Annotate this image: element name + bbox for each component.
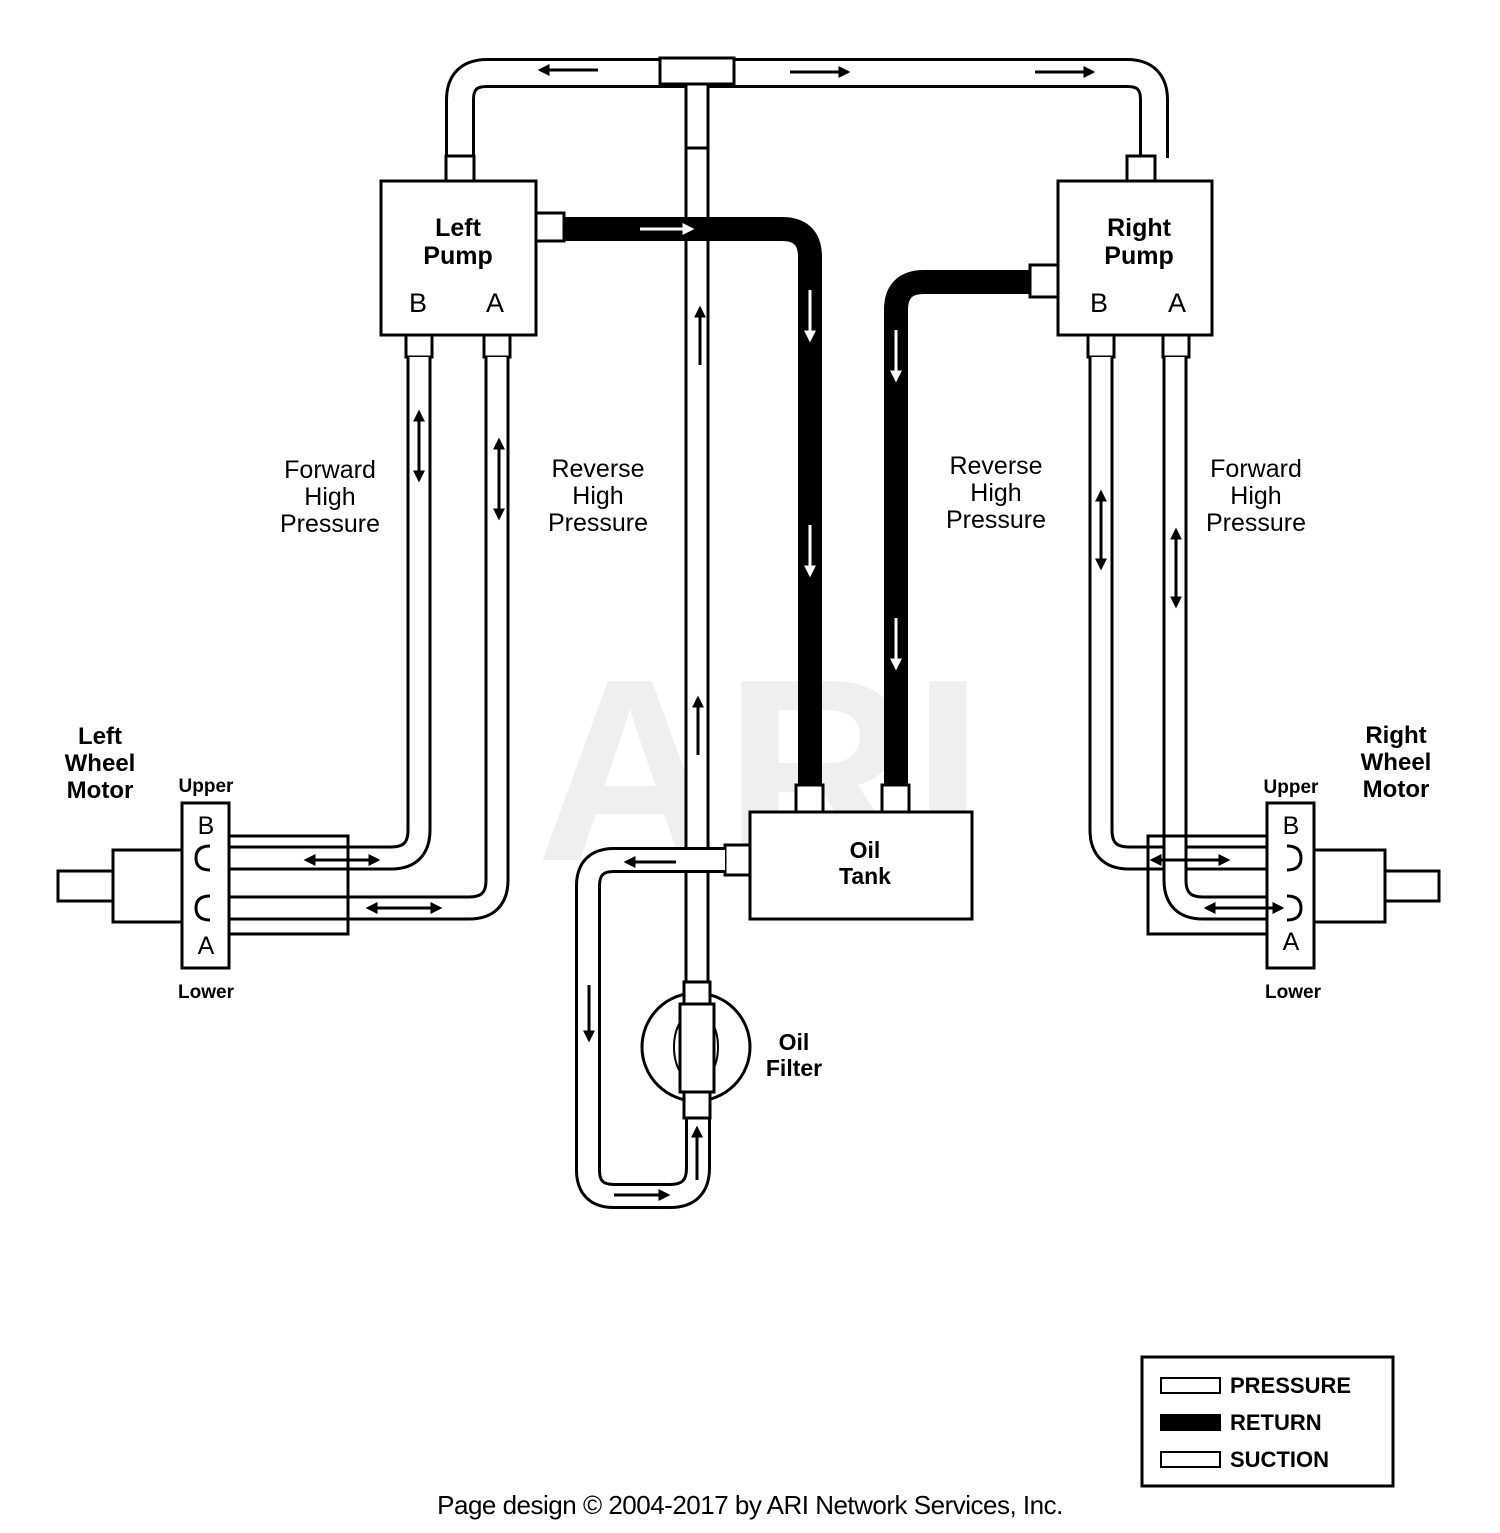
right-pump-label-2: Pump	[1104, 242, 1173, 270]
right-wheel-motor	[1146, 801, 1441, 970]
flow-arrows	[303, 64, 1285, 1201]
legend: PRESSURE RETURN SUCTION	[1140, 1355, 1395, 1488]
left-wheel-motor	[56, 801, 350, 970]
left-reverse-label-3: Pressure	[548, 509, 648, 537]
left-motor-upper: Upper	[179, 776, 235, 797]
left-motor-label-1: Left	[78, 723, 122, 750]
right-forward-label-3: Pressure	[1206, 509, 1306, 537]
right-pump-port-b: B	[1090, 288, 1108, 318]
right-pump-box	[1056, 179, 1214, 337]
right-forward-label-2: High	[1230, 482, 1281, 510]
left-pump-label-2: Pump	[423, 242, 492, 270]
right-return-line	[884, 270, 1030, 785]
legend-suction-swatch	[1160, 1451, 1221, 1468]
right-pressure-lines	[1088, 357, 1290, 921]
left-motor-port-b: B	[198, 812, 215, 840]
left-pump-top-fitting	[444, 154, 476, 184]
left-forward-label-3: Pressure	[280, 510, 380, 538]
right-motor-port-b: B	[1283, 812, 1300, 840]
right-pump-side-fitting	[1028, 263, 1060, 299]
left-pump-side-fitting	[534, 211, 566, 243]
footer-copyright: Page design © 2004-2017 by ARI Network S…	[437, 1490, 1063, 1520]
left-pump-port-b: B	[409, 288, 427, 318]
left-pump-box	[379, 179, 538, 337]
tank-filter-loop	[575, 847, 725, 1209]
left-reverse-label-2: High	[572, 482, 623, 510]
right-motor-label-1: Right	[1365, 722, 1426, 749]
oil-tank-box	[748, 810, 974, 921]
right-motor-label-3: Motor	[1363, 776, 1430, 803]
left-motor-lower: Lower	[178, 982, 235, 1003]
right-reverse-label-3: Pressure	[946, 506, 1046, 534]
left-motor-label-2: Wheel	[65, 750, 136, 777]
left-forward-label-2: High	[304, 483, 355, 511]
left-reverse-label-1: Reverse	[551, 455, 644, 483]
right-motor-label-2: Wheel	[1361, 749, 1432, 776]
legend-suction-label: SUCTION	[1230, 1447, 1329, 1472]
right-pump-top-fitting	[1125, 154, 1157, 184]
right-motor-port-a: A	[1283, 928, 1300, 956]
oil-filter-label-2: Filter	[766, 1055, 822, 1081]
right-motor-lower: Lower	[1265, 982, 1322, 1003]
legend-pressure-swatch	[1160, 1377, 1221, 1394]
oil-filter-label-1: Oil	[779, 1029, 810, 1055]
left-return-line	[564, 217, 822, 785]
left-pump-port-a: A	[486, 288, 504, 318]
right-forward-label-1: Forward	[1210, 455, 1302, 483]
legend-return-label: RETURN	[1230, 1410, 1322, 1435]
right-reverse-label-1: Reverse	[949, 452, 1042, 480]
right-motor-upper: Upper	[1264, 777, 1320, 798]
left-motor-port-a: A	[198, 932, 215, 960]
legend-pressure-label: PRESSURE	[1230, 1373, 1351, 1398]
legend-return-swatch	[1160, 1414, 1221, 1431]
left-pressure-lines	[208, 357, 510, 921]
right-pump-port-a: A	[1168, 288, 1186, 318]
oil-tank-label-2: Tank	[839, 863, 891, 889]
left-motor-label-3: Motor	[67, 777, 134, 804]
left-pump-label-1: Left	[435, 214, 482, 242]
right-pump-label-1: Right	[1107, 214, 1172, 242]
oil-tank-label-1: Oil	[850, 837, 881, 863]
right-reverse-label-2: High	[970, 479, 1021, 507]
left-forward-label-1: Forward	[284, 456, 376, 484]
